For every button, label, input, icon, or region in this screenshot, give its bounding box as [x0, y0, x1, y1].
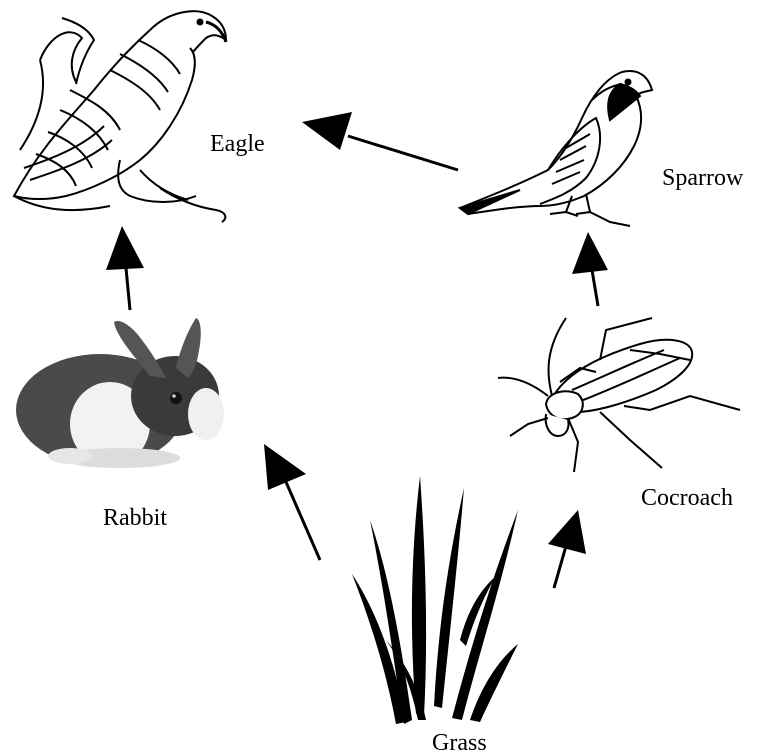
cockroach-illustration — [498, 318, 740, 472]
arrow-sparrow-to-eagle — [302, 112, 458, 170]
eagle-label: Eagle — [210, 132, 265, 156]
arrow-grass-to-rabbit — [264, 444, 320, 560]
sparrow-label: Sparrow — [662, 166, 743, 190]
arrow-rabbit-to-eagle — [106, 226, 144, 310]
arrow-grass-to-cockroach — [548, 510, 586, 588]
rabbit-label: Rabbit — [103, 506, 167, 530]
arrow-cockroach-to-sparrow — [572, 232, 608, 306]
eagle-illustration — [14, 11, 226, 222]
grass-illustration — [352, 476, 518, 724]
rabbit-illustration — [16, 318, 224, 468]
grass-label: Grass — [432, 731, 487, 755]
cockroach-label: Cocroach — [641, 486, 733, 510]
sparrow-illustration — [460, 71, 652, 226]
